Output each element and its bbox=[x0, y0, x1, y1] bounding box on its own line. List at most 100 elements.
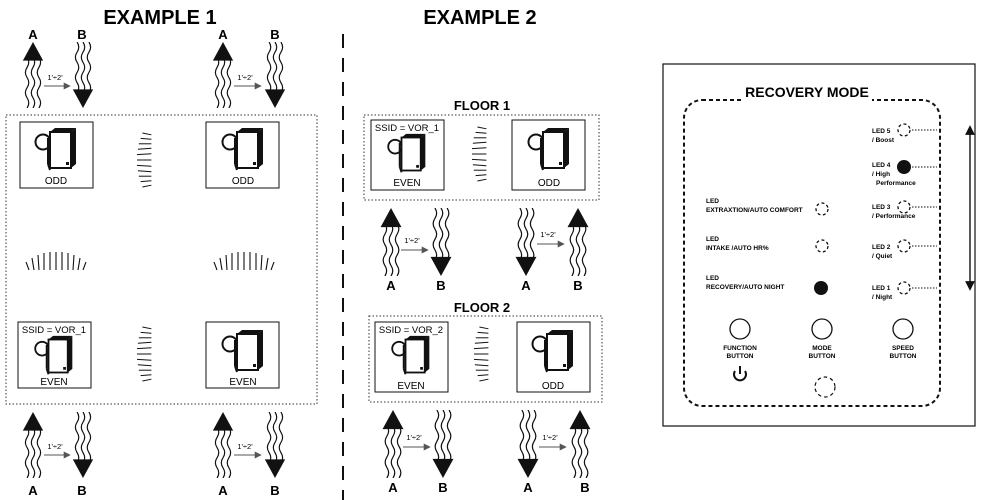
sensor-ring-icon bbox=[814, 376, 836, 398]
air-up-arrow-icon bbox=[213, 412, 233, 478]
air-down-arrow-icon bbox=[73, 42, 93, 108]
led-mode-label: / Boost bbox=[872, 137, 895, 144]
led-mode-label: / Performance bbox=[872, 213, 916, 220]
led-mode-label: RECOVERY/AUTO NIGHT bbox=[706, 284, 784, 291]
floor-1-air-flow-left: 1'÷2' A B bbox=[381, 208, 452, 293]
led-label: LED 5 bbox=[872, 128, 891, 135]
unit-top-right: ODD bbox=[205, 121, 280, 189]
led-label: LED bbox=[706, 236, 719, 243]
floor-1-unit-left: SSID = VOR_1 EVEN bbox=[370, 119, 445, 191]
ssid-label: SSID = VOR_1 bbox=[375, 123, 439, 134]
air-down-arrow-icon bbox=[265, 42, 285, 108]
air-up-arrow-icon bbox=[383, 410, 404, 478]
air-emission-fan-icon bbox=[136, 132, 152, 188]
air-up-arrow-icon bbox=[568, 208, 589, 276]
speed-led-list: LED 5 / Boost LED 4 / High Performance L… bbox=[872, 123, 975, 301]
air-down-arrow-icon bbox=[518, 410, 539, 478]
floor-2-unit-left: SSID = VOR_2 EVEN bbox=[374, 321, 449, 393]
air-flow-bottom-right: 1'÷2' A B bbox=[213, 412, 285, 498]
air-label-a: A bbox=[386, 278, 396, 293]
air-emission-fan-icon bbox=[471, 126, 487, 182]
function-button[interactable]: FUNCTION BUTTON bbox=[723, 318, 757, 360]
unit-parity-label: EVEN bbox=[397, 381, 424, 392]
led-mode-label: INTAKE /AUTO HR% bbox=[706, 245, 769, 252]
air-label-a: A bbox=[523, 480, 533, 495]
floor-2-boundary bbox=[368, 315, 603, 403]
floor-1-title: FLOOR 1 bbox=[454, 98, 510, 113]
button-label: FUNCTION bbox=[723, 345, 757, 352]
air-emission-fan-icon bbox=[473, 326, 489, 382]
led-label: LED 3 bbox=[872, 204, 891, 211]
example-1: EXAMPLE 1 A B 1'÷2' A B 1'÷2' ODD bbox=[5, 7, 318, 498]
room-boundary bbox=[5, 114, 318, 405]
unit-parity-label: EVEN bbox=[40, 377, 67, 388]
led-on-indicator bbox=[897, 160, 911, 174]
air-label-b: B bbox=[573, 278, 582, 293]
air-label-b: B bbox=[438, 480, 447, 495]
led-mode-label-extra: Performance bbox=[876, 180, 916, 187]
led-on-indicator bbox=[814, 281, 828, 295]
air-up-arrow-icon bbox=[570, 410, 591, 478]
led-1-item: LED 1 / Night bbox=[872, 281, 937, 301]
air-emission-fan-icon bbox=[25, 251, 87, 271]
air-label-a: A bbox=[521, 278, 531, 293]
example-2: EXAMPLE 2 FLOOR 1 SSID = VOR_1 EVEN ODD … bbox=[363, 7, 603, 495]
air-up-arrow-icon bbox=[381, 208, 402, 276]
led-label: LED bbox=[706, 275, 719, 282]
button-label: SPEED bbox=[892, 345, 914, 352]
ssid-label: SSID = VOR_2 bbox=[379, 325, 443, 336]
interval-label: 1'÷2' bbox=[47, 73, 63, 82]
air-label-a: A bbox=[218, 27, 228, 42]
led-3-item: LED 3 / Performance bbox=[872, 200, 937, 220]
unit-bottom-right: EVEN bbox=[205, 321, 280, 389]
air-emission-fan-icon bbox=[213, 251, 275, 271]
interval-label: 1'÷2' bbox=[404, 236, 420, 245]
interval-label: 1'÷2' bbox=[540, 230, 556, 239]
air-label-a: A bbox=[388, 480, 398, 495]
interval-label: 1'÷2' bbox=[237, 442, 253, 451]
led-label: LED 4 bbox=[872, 162, 891, 169]
air-label-b: B bbox=[77, 483, 86, 498]
example-1-title: EXAMPLE 1 bbox=[103, 7, 216, 29]
air-label-b: B bbox=[77, 27, 86, 42]
mode-led-list: LED EXTRAXTION/AUTO COMFORT LED INTAKE /… bbox=[706, 198, 829, 295]
floor-1-air-flow-right: 1'÷2' A B bbox=[516, 208, 589, 293]
air-down-arrow-icon bbox=[265, 412, 285, 478]
air-flow-bottom-left: 1'÷2' A B bbox=[23, 412, 93, 498]
air-flow-top-left: A B 1'÷2' bbox=[23, 27, 93, 108]
floor-2-unit-right: ODD bbox=[516, 321, 591, 393]
floor-2-air-flow-left: 1'÷2' A B bbox=[383, 410, 454, 495]
air-label-a: A bbox=[28, 27, 38, 42]
air-flow-top-right: A B 1'÷2' bbox=[213, 27, 285, 108]
air-up-arrow-icon bbox=[23, 42, 43, 108]
unit-parity-label: ODD bbox=[232, 176, 254, 187]
speed-button[interactable]: SPEED BUTTON bbox=[890, 318, 917, 360]
interval-label: 1'÷2' bbox=[47, 442, 63, 451]
unit-parity-label: ODD bbox=[542, 381, 564, 392]
floor-2-air-flow-right: 1'÷2' A B bbox=[518, 410, 591, 495]
led-label: LED 1 bbox=[872, 285, 891, 292]
unit-parity-label: EVEN bbox=[393, 178, 420, 189]
led-label: LED bbox=[706, 198, 719, 205]
button-label: BUTTON bbox=[890, 353, 917, 360]
panel-frame bbox=[662, 63, 976, 427]
air-emission-fan-icon bbox=[136, 326, 152, 382]
led-mode-label: / Night bbox=[872, 294, 893, 301]
unit-bottom-left: SSID = VOR_1 EVEN bbox=[17, 321, 92, 389]
air-label-b: B bbox=[436, 278, 445, 293]
control-panel: RECOVERY MODE LED 5 / Boost LED 4 / High… bbox=[662, 63, 976, 427]
air-label-b: B bbox=[270, 27, 279, 42]
led-label: LED 2 bbox=[872, 244, 891, 251]
mode-button[interactable]: MODE BUTTON bbox=[809, 318, 836, 360]
unit-parity-label: ODD bbox=[538, 178, 560, 189]
interval-label: 1'÷2' bbox=[406, 433, 422, 442]
air-up-arrow-icon bbox=[23, 412, 43, 478]
led-5-item: LED 5 / Boost bbox=[872, 123, 937, 144]
unit-parity-label: ODD bbox=[45, 176, 67, 187]
led-mode-label: EXTRAXTION/AUTO COMFORT bbox=[706, 207, 803, 214]
air-label-a: A bbox=[218, 483, 228, 498]
led-4-item: LED 4 / High Performance bbox=[872, 160, 937, 187]
air-label-a: A bbox=[28, 483, 38, 498]
air-up-arrow-icon bbox=[213, 42, 233, 108]
floor-2-title: FLOOR 2 bbox=[454, 300, 510, 315]
